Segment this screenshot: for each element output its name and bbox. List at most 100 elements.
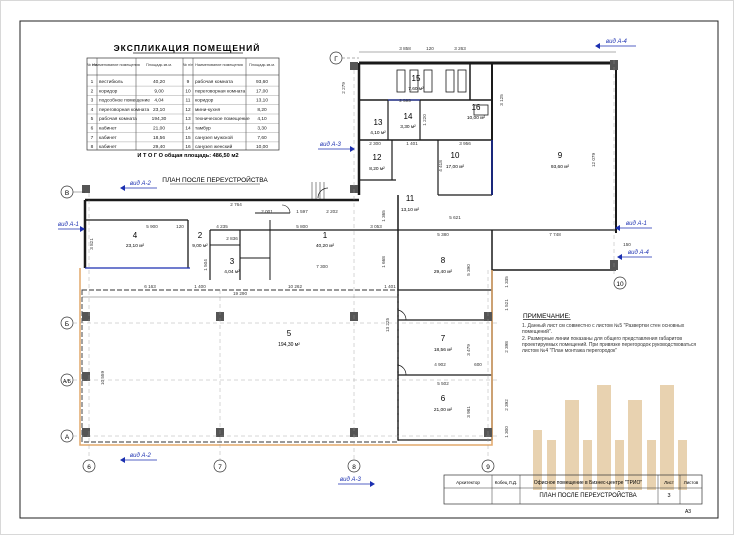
svg-text:13 225: 13 225 [385,318,390,332]
svg-text:9,00 м²: 9,00 м² [192,243,208,249]
explication-cell: 17,00 [256,88,268,94]
svg-text:11: 11 [406,194,415,203]
axis-6: 6 [82,193,96,473]
svg-text:29,40 м²: 29,40 м² [434,269,453,275]
svg-text:10: 10 [451,151,460,160]
view-a3-mid: вид А-3 [318,142,355,152]
svg-text:4,10 м²: 4,10 м² [370,130,386,136]
view-a1-left: вид А-1 [58,222,85,232]
view-markers: вид А-1 вид А-1 вид А-2 вид А-2 вид А-3 … [58,39,652,487]
explication-cell: санузел женский [195,143,233,150]
explication-cell: подсобное помещение [99,98,150,104]
svg-text:А/Б: А/Б [63,379,72,385]
room-7: 718,56 м² [434,334,453,353]
room-14: 143,30 м² [400,112,416,130]
svg-text:10 559: 10 559 [100,371,105,385]
svg-text:3 956: 3 956 [459,141,471,146]
svg-text:3 263: 3 263 [454,46,466,51]
explication-title: ЭКСПЛИКАЦИЯ ПОМЕЩЕНИЙ [114,42,261,53]
svg-text:1 668: 1 668 [381,256,386,268]
explication-cell: 14 [185,126,191,132]
svg-text:6 163: 6 163 [144,284,156,289]
svg-text:А: А [65,434,70,441]
explication-cell: 10,00 [256,144,268,150]
explication-cell: 2 [91,88,94,94]
svg-text:600: 600 [474,362,482,367]
svg-text:1 504: 1 504 [203,259,208,271]
explication-cell: 7,60 [257,135,267,141]
svg-text:4: 4 [133,231,138,240]
note-2: 2. Размерные линии показаны для общего п… [522,335,697,355]
svg-text:7 748: 7 748 [549,232,561,237]
explication-cell: коридор [195,99,214,104]
room-2: 29,00 м² [192,231,208,249]
explication-headers: № п/п Наименование помещения Площадь кв.… [87,63,275,67]
plan-title: ПЛАН ПОСЛЕ ПЕРЕУСТРОЙСТВА [162,175,268,184]
explication-cell: 3,30 [257,126,267,132]
explication-cell: 9 [187,79,190,85]
svg-text:1: 1 [323,231,328,240]
svg-text:6: 6 [87,464,91,471]
svg-text:23,10 м²: 23,10 м² [126,243,145,249]
explication-cell: 13 [185,116,191,122]
svg-text:3: 3 [230,257,235,266]
svg-text:4,04 м²: 4,04 м² [224,269,240,275]
svg-text:15: 15 [412,74,421,83]
svg-text:13,10 м²: 13,10 м² [401,207,420,213]
explication-cell: 194,30 [152,116,167,122]
explication-cell: тамбур [195,126,211,132]
explication-cell: кабинет [99,126,117,132]
svg-text:2 764: 2 764 [230,202,242,207]
explication-cell: рабочая комната [195,79,233,85]
svg-text:1 401: 1 401 [406,141,418,146]
notes-block: ПРИМЕЧАНИЕ: 1. Данный лист см совместно … [522,313,697,355]
svg-text:вид А-3: вид А-3 [340,477,361,483]
svg-text:вид А-2: вид А-2 [130,453,151,459]
axis-9: 9 [481,270,495,473]
svg-text:16: 16 [472,103,481,112]
svg-text:10 262: 10 262 [288,284,302,289]
view-a2-top: вид А-2 [120,181,157,191]
explication-cell: мини-кухня [195,108,221,113]
svg-text:120: 120 [426,46,434,51]
svg-text:5 390: 5 390 [466,264,471,276]
room-15: 157,60 м² [408,74,424,92]
stamp-format: А3 [685,509,691,515]
stamp-logo-bars [533,385,687,490]
explication-cell: переговорная комната [195,89,245,94]
svg-text:1 521: 1 521 [504,299,509,311]
axis-v: В [60,185,85,199]
explication-cell: переговорная комната [99,108,149,113]
stamp-col-sheet: Лист [664,480,674,485]
title-stamp: Архитектор Кобец Л.Д. Офисное помещение … [443,385,703,515]
room-1: 140,20 м² [316,231,335,249]
building-walls [79,61,617,446]
svg-text:12 079: 12 079 [591,153,596,167]
stamp-sheet-title: ПЛАН ПОСЛЕ ПЕРЕУСТРОЙСТВА [539,491,636,499]
room-13: 134,10 м² [370,118,386,136]
svg-text:Наименование помещения: Наименование помещения [195,63,243,67]
svg-text:№ п/п: № п/п [87,63,97,67]
svg-text:2 001: 2 001 [261,209,273,214]
explication-cell: 23,10 [153,107,165,113]
svg-text:21,00 м²: 21,00 м² [434,407,453,413]
svg-text:12: 12 [373,153,382,162]
axis-b: Б [60,316,500,330]
svg-text:7: 7 [218,464,222,471]
room-12: 128,20 м² [369,153,385,172]
explication-cell: 4,10 [257,116,267,122]
svg-text:1 400: 1 400 [194,284,206,289]
svg-text:194,30 м²: 194,30 м² [278,342,300,348]
svg-text:3 821: 3 821 [89,238,94,250]
svg-text:2 300: 2 300 [369,141,381,146]
explication-cell: 3 [91,98,94,104]
svg-text:вид А-3: вид А-3 [320,142,341,148]
svg-text:8: 8 [441,256,446,265]
svg-text:2 279: 2 279 [341,82,346,94]
explication-table: ЭКСПЛИКАЦИЯ ПОМЕЩЕНИЙ № п/п Наименование… [86,42,280,159]
explication-cell: 10 [185,88,191,94]
explication-cell: 7 [91,135,94,141]
svg-text:3 125: 3 125 [499,94,504,106]
svg-text:8: 8 [352,464,356,471]
